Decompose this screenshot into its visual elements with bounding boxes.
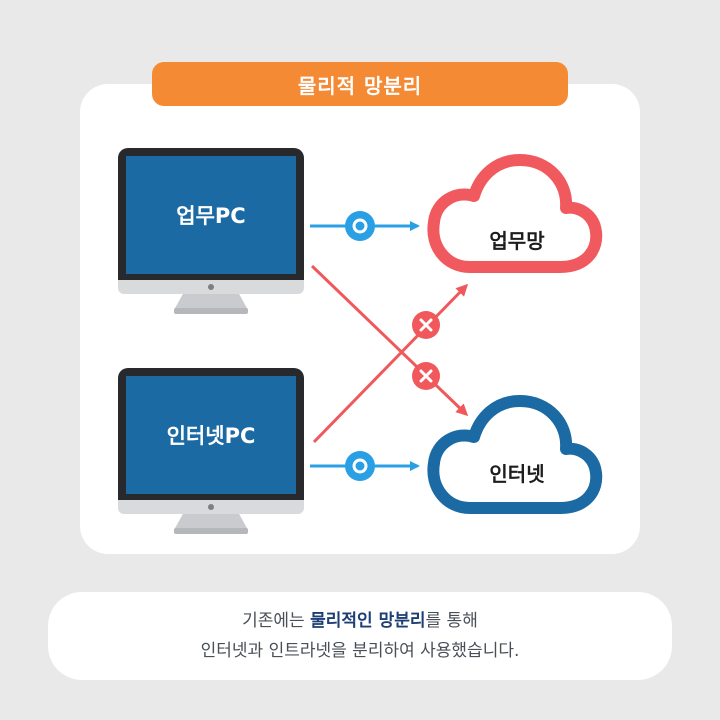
work-network-cloud-icon [427,154,603,273]
blocked-mark-icon [412,362,440,390]
diagram-title: 물리적 망분리 [152,62,568,106]
internet-label: 인터넷 [489,462,545,486]
work-pc-to-internet-blocked-arrow [310,264,469,417]
monitor-power-dot [208,504,214,510]
work-network-label: 업무망 [489,229,545,253]
monitor-power-dot [208,284,214,290]
internet-cloud-icon [427,395,603,514]
allowed-mark-icon [345,451,375,481]
caption-box: 기존에는 물리적인 망분리를 통해 인터넷과 인트라넷을 분리하여 사용했습니다… [48,592,672,680]
monitor-bezel: 업무PC [118,148,304,280]
blocked-mark-icon [412,311,440,339]
caption-highlight: 물리적인 망분리 [310,611,426,631]
caption-text: 기존에는 [242,611,311,631]
work-pc-label: 업무PC [126,156,296,274]
monitor-base [174,528,248,534]
work-pc-monitor: 업무PC [118,148,304,316]
monitor-bezel: 인터넷PC [118,368,304,500]
monitor-stand [174,514,248,530]
caption-line-2: 인터넷과 인트라넷을 분리하여 사용했습니다. [200,641,520,661]
internet-pc-label: 인터넷PC [126,376,296,494]
monitor-stand [174,294,248,310]
internet-pc-to-work-net-blocked-arrow [312,283,469,444]
monitor-base [174,308,248,314]
internet-pc-monitor: 인터넷PC [118,368,304,536]
allowed-mark-icon [345,211,375,241]
caption-line-1: 기존에는 물리적인 망분리를 통해 [242,606,478,636]
caption-text: 를 통해 [425,611,478,631]
